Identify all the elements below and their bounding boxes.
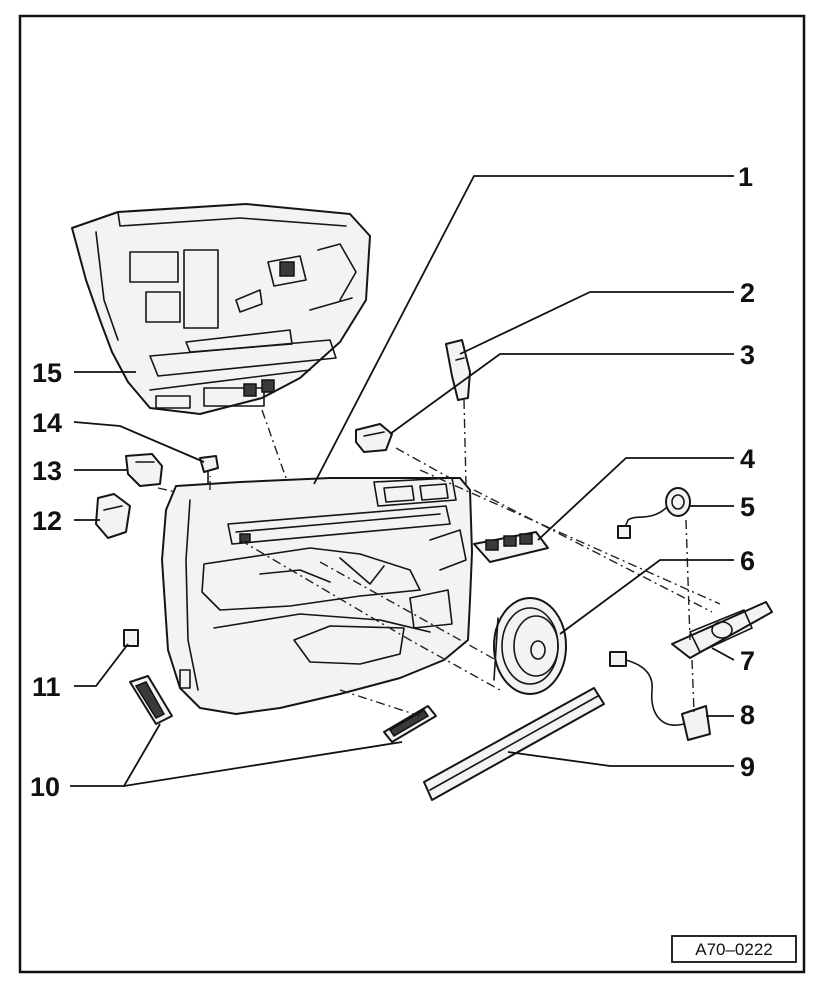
callout-4: 4 xyxy=(740,444,755,474)
part-7-handle-bracket xyxy=(671,601,773,659)
part-12-bracket xyxy=(95,493,131,539)
part-10-grilles xyxy=(129,675,437,743)
part-11-clip xyxy=(123,629,139,647)
callout-1: 1 xyxy=(738,162,753,192)
callout-12: 12 xyxy=(32,506,62,536)
callout-3: 3 xyxy=(740,340,755,370)
callout-5: 5 xyxy=(740,492,755,522)
callout-14: 14 xyxy=(32,408,62,438)
part-1-door-trim-panel xyxy=(161,477,473,715)
part-2-door-handle xyxy=(445,339,471,401)
assembly-dash-lines xyxy=(157,399,721,717)
reference-code-box: A70–0222 xyxy=(671,935,797,963)
part-9-trim-strip xyxy=(423,687,605,801)
part-5-tweeter xyxy=(617,487,691,539)
part-6-loudspeaker xyxy=(493,597,567,695)
part-14-screw-clip xyxy=(199,455,219,485)
part-3-clip xyxy=(355,423,393,453)
callout-11: 11 xyxy=(32,672,61,702)
callout-9: 9 xyxy=(740,752,755,782)
callout-2: 2 xyxy=(740,278,755,308)
reference-code: A70–0222 xyxy=(695,940,773,959)
callout-labels: 1 2 3 4 5 6 7 8 9 10 11 12 13 14 15 xyxy=(30,162,755,802)
callout-8: 8 xyxy=(740,700,755,730)
part-4-window-switch xyxy=(473,531,549,563)
leader-lines xyxy=(70,175,735,787)
part-15-panel-carrier xyxy=(71,203,371,415)
part-8-courtesy-lamp xyxy=(609,651,711,741)
callout-13: 13 xyxy=(32,456,62,486)
part-13-retainer xyxy=(125,453,163,487)
callout-7: 7 xyxy=(740,646,755,676)
callout-15: 15 xyxy=(32,358,62,388)
callout-10: 10 xyxy=(30,772,60,802)
callout-6: 6 xyxy=(740,546,755,576)
